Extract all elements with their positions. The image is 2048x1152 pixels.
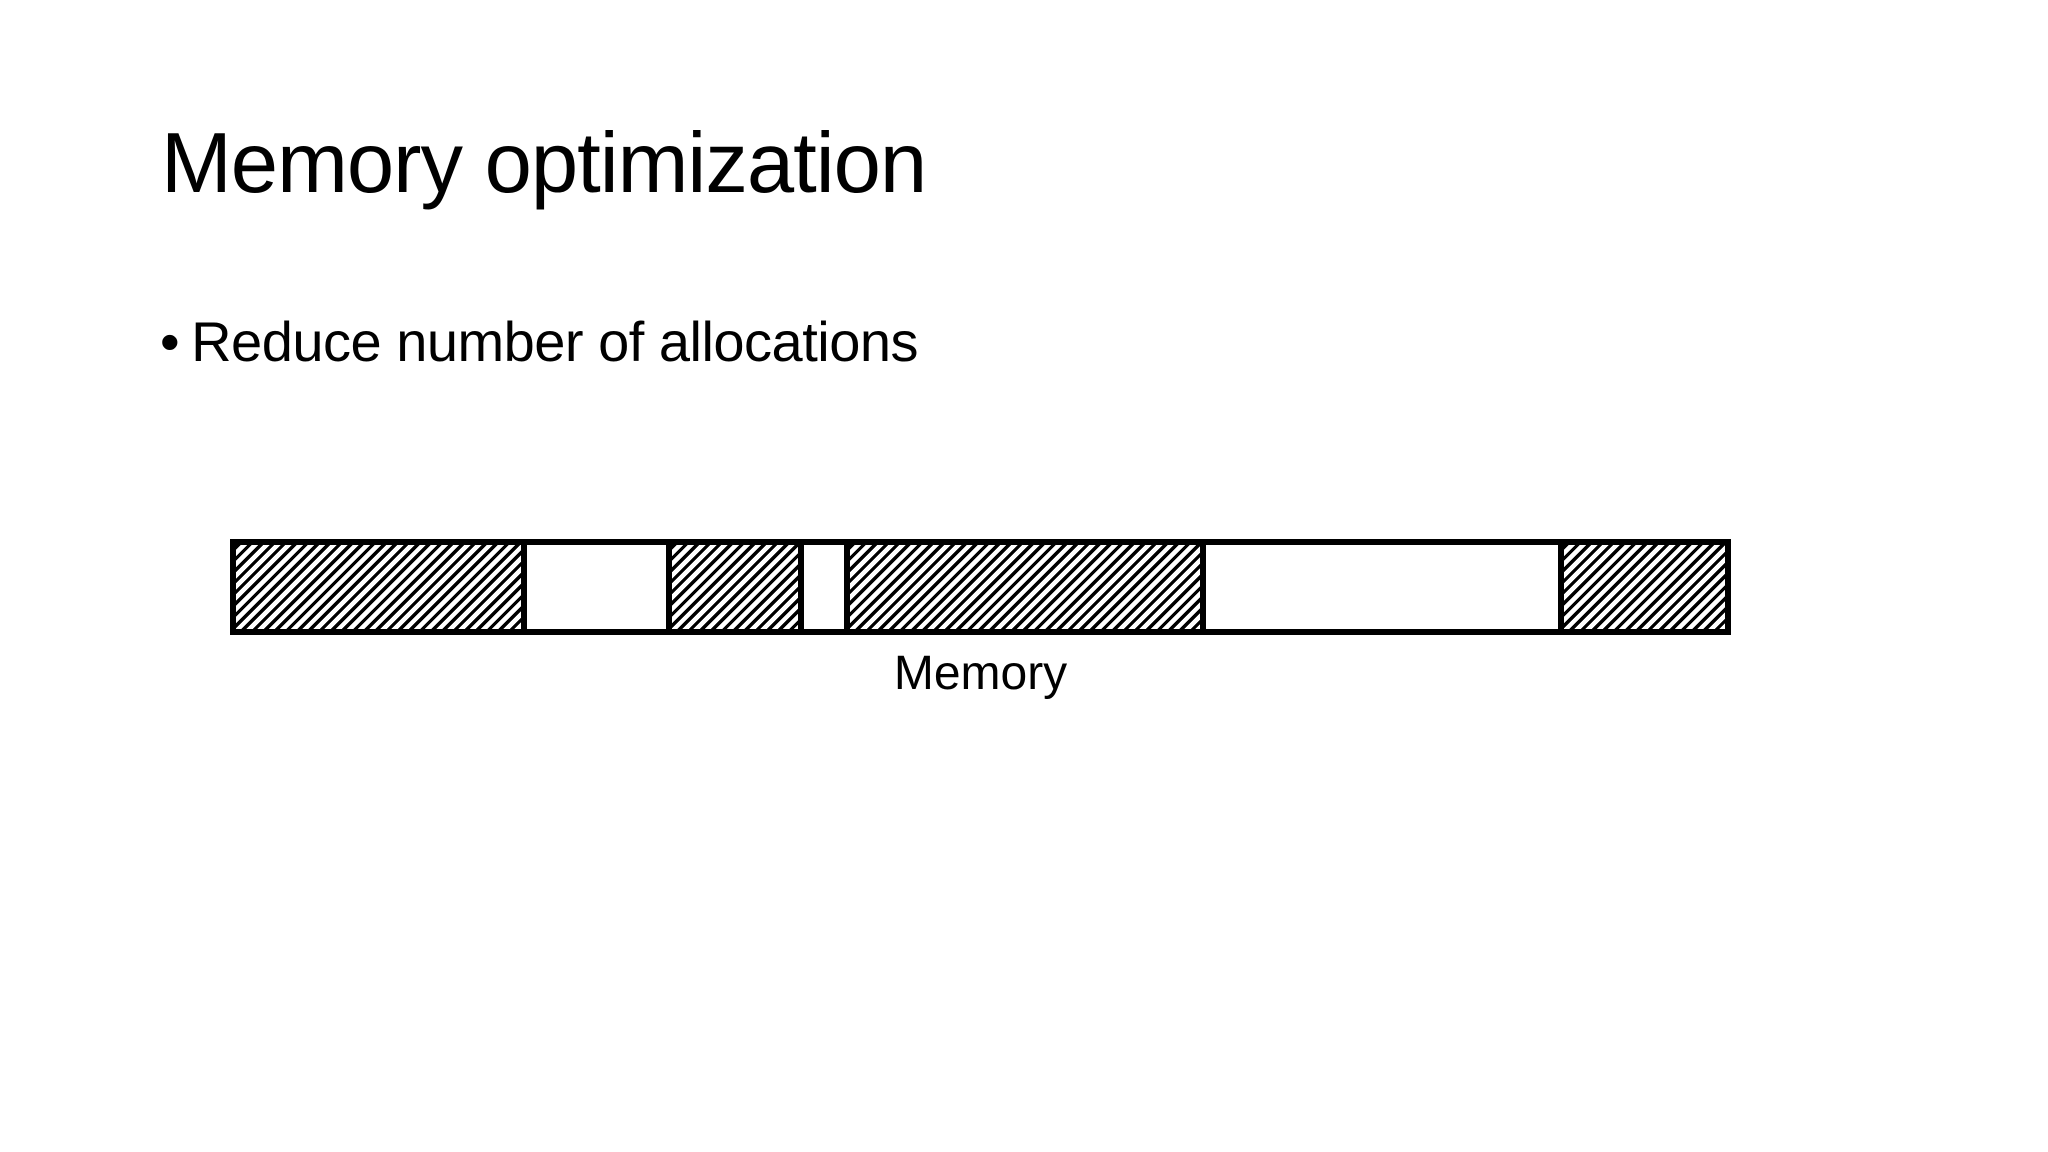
- memory-segment-allocated: [1557, 539, 1731, 635]
- memory-label: Memory: [893, 647, 1068, 700]
- memory-segment-free: [803, 539, 844, 635]
- bullet-text: Reduce number of allocations: [191, 310, 918, 373]
- bullet-icon: •: [160, 310, 180, 373]
- memory-segment-allocated: [665, 539, 804, 635]
- memory-segment-allocated: [843, 539, 1206, 635]
- slide-title: Memory optimization: [161, 116, 927, 211]
- memory-segment-allocated: [230, 539, 527, 635]
- bullet-item: • Reduce number of allocations: [160, 314, 918, 370]
- memory-bar: [230, 539, 1731, 635]
- memory-diagram: Memory: [230, 539, 1731, 701]
- memory-segment-free: [526, 539, 666, 635]
- memory-segment-free: [1205, 539, 1558, 635]
